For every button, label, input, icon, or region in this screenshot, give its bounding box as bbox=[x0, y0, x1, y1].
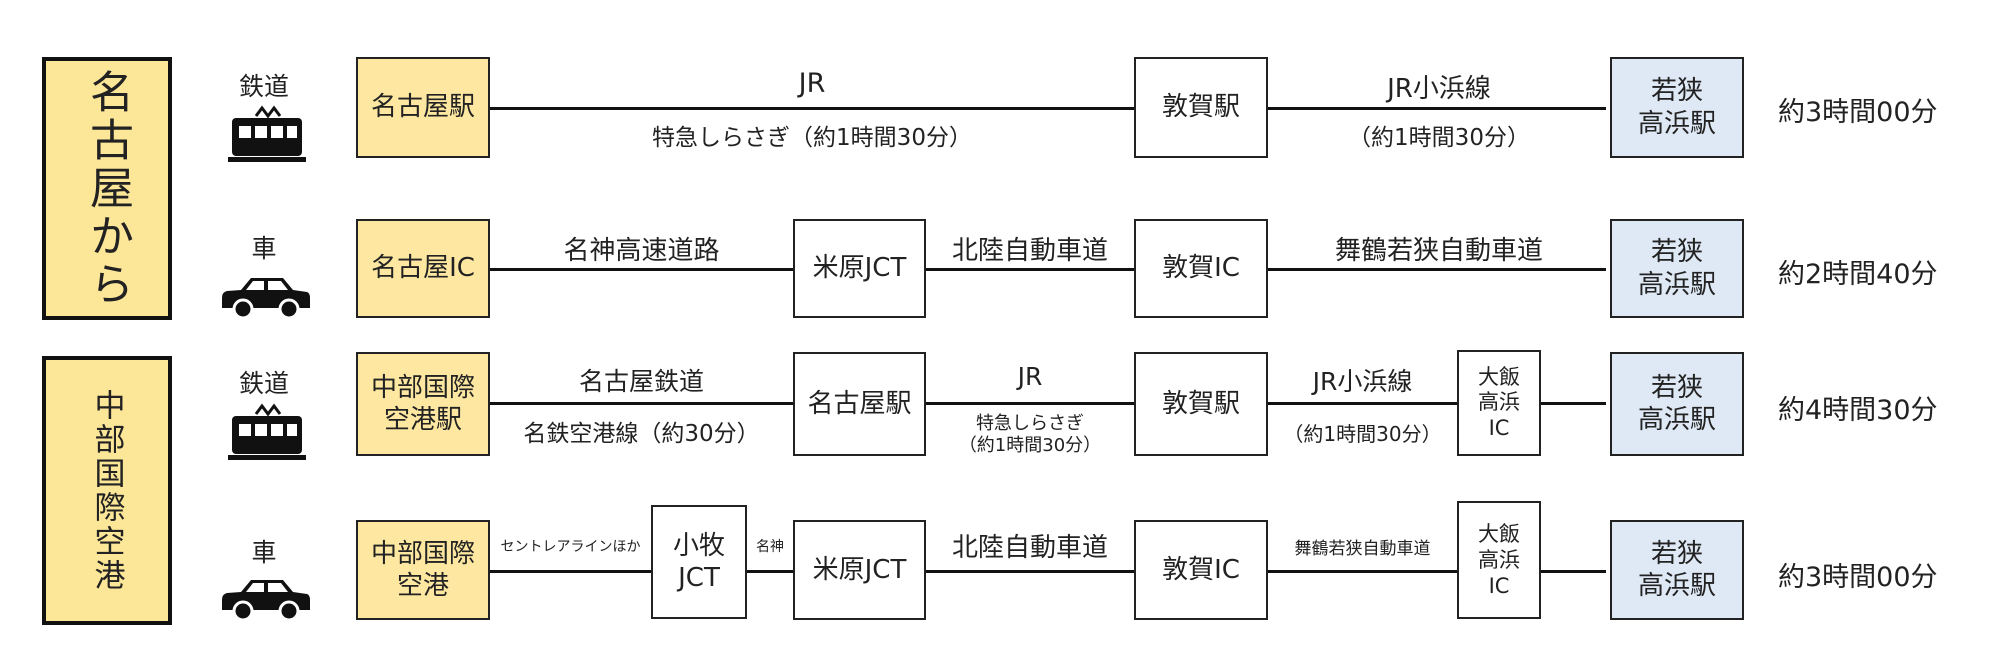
segment-label-top: JR小浜線 bbox=[1312, 367, 1413, 396]
node-tsuruga-ic: 敦賀IC bbox=[1134, 219, 1268, 318]
origin-chubu-airport-label: 中部国際空港 bbox=[42, 356, 172, 625]
node-start: 名古屋駅 bbox=[356, 57, 490, 158]
segment-label-bottom: （約1時間30分） bbox=[1283, 422, 1442, 446]
node-start: 名古屋IC bbox=[356, 219, 490, 318]
segment-label: 北陸自動車道 bbox=[951, 533, 1108, 563]
mode-rail-1: 鉄道 bbox=[214, 67, 314, 103]
car-icon bbox=[222, 278, 310, 320]
total-time: 約2時間40分 bbox=[1778, 259, 1938, 290]
mode-label: 鉄道 bbox=[238, 369, 289, 398]
node-destination: 若狭 高浜駅 bbox=[1610, 57, 1744, 158]
node-destination: 若狭 高浜駅 bbox=[1610, 219, 1744, 318]
node-tsuruga-station: 敦賀駅 bbox=[1134, 57, 1268, 158]
segment-label-bottom: 名鉄空港線（約30分） bbox=[523, 421, 760, 447]
node-start: 中部国際 空港駅 bbox=[356, 352, 490, 456]
train-icon bbox=[228, 403, 306, 460]
segment-label-bottom: 特急しらさぎ bbox=[976, 413, 1084, 434]
origin-nagoya-label: 名古屋から bbox=[42, 57, 172, 320]
node-ohi-takahama-ic: 大飯 高浜 IC bbox=[1457, 350, 1541, 456]
node-komaki-jct: 小牧 JCT bbox=[651, 505, 747, 619]
route-line bbox=[486, 570, 1606, 573]
node-ohi-takahama-ic: 大飯 高浜 IC bbox=[1457, 501, 1541, 619]
mode-car-2: 車 bbox=[214, 229, 314, 265]
route-line bbox=[486, 107, 1606, 110]
segment-label-top: JR bbox=[1017, 362, 1043, 391]
segment-label: 名神 bbox=[756, 539, 784, 555]
total-time: 約4時間30分 bbox=[1778, 395, 1938, 426]
segment-label-top: 名古屋鉄道 bbox=[578, 367, 704, 396]
route-line bbox=[486, 268, 1606, 271]
car-icon bbox=[222, 580, 310, 622]
node-start: 中部国際 空港 bbox=[356, 520, 490, 620]
route-line bbox=[486, 402, 1606, 405]
node-maibara-jct: 米原JCT bbox=[793, 520, 926, 620]
mode-label: 車 bbox=[251, 538, 277, 567]
mode-rail-3: 鉄道 bbox=[214, 364, 314, 400]
segment-label-bottom: 特急しらさぎ（約1時間30分） bbox=[652, 125, 972, 151]
segment-label-bottom: （約1時間30分） bbox=[1348, 125, 1530, 151]
node-tsuruga-station: 敦賀駅 bbox=[1134, 352, 1268, 456]
node-destination: 若狭 高浜駅 bbox=[1610, 352, 1744, 456]
segment-label: 北陸自動車道 bbox=[951, 236, 1108, 266]
segment-label-top: JR小浜線 bbox=[1387, 74, 1491, 104]
segment-label: セントレアラインほか bbox=[500, 539, 641, 555]
node-nagoya-station: 名古屋駅 bbox=[793, 352, 926, 456]
total-time: 約3時間00分 bbox=[1778, 562, 1938, 593]
mode-label: 車 bbox=[251, 234, 277, 263]
segment-label-top: JR bbox=[798, 68, 826, 99]
node-destination: 若狭 高浜駅 bbox=[1610, 520, 1744, 620]
segment-label: 名神高速道路 bbox=[563, 236, 720, 266]
mode-car-4: 車 bbox=[214, 533, 314, 569]
total-time: 約3時間00分 bbox=[1778, 97, 1938, 128]
node-tsuruga-ic: 敦賀IC bbox=[1134, 520, 1268, 620]
segment-label: 舞鶴若狭自動車道 bbox=[1334, 236, 1543, 266]
mode-label: 鉄道 bbox=[238, 72, 289, 101]
node-maibara-jct: 米原JCT bbox=[793, 219, 926, 318]
segment-label: 舞鶴若狭自動車道 bbox=[1294, 539, 1431, 559]
segment-label-bottom: （約1時間30分） bbox=[958, 435, 1102, 456]
train-icon bbox=[228, 105, 306, 162]
